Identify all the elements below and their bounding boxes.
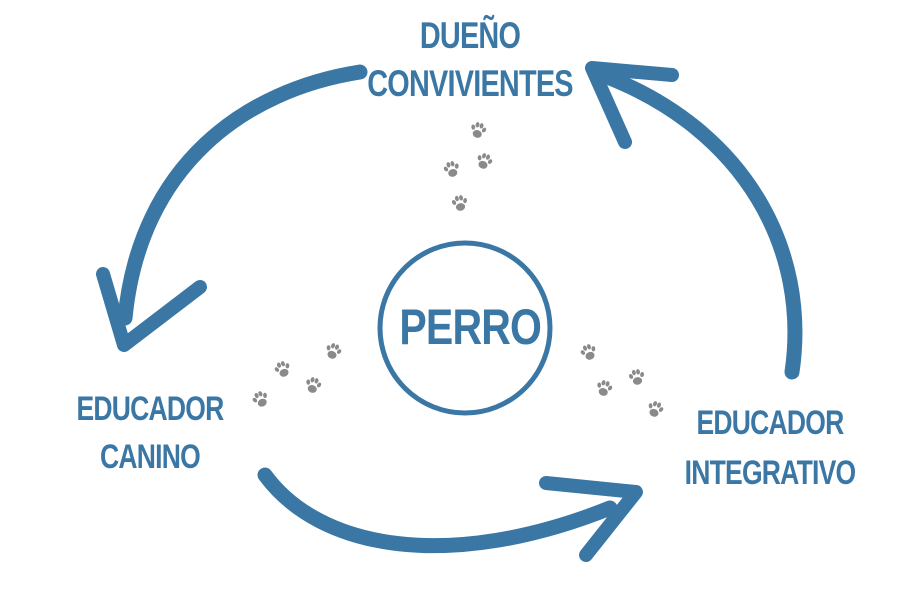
paw-print-icon [468, 120, 489, 140]
paw-print-icon [441, 159, 462, 179]
paw-cluster-top [441, 120, 495, 213]
paw-print-icon [249, 388, 272, 410]
paw-print-icon [303, 375, 324, 395]
paw-print-icon [322, 341, 344, 362]
paw-print-icon [644, 399, 666, 420]
paw-print-icon [272, 359, 294, 380]
paw-cluster-left [249, 341, 344, 410]
node-label-line: CANINO [100, 438, 201, 476]
curved-arrow-icon [585, 61, 803, 380]
curved-arrow-icon [257, 467, 643, 562]
node-educador-integrativo: EDUCADOR INTEGRATIVO [676, 398, 863, 498]
node-dueno-convivientes: DUEÑO CONVIVIENTES [337, 12, 602, 108]
node-label-line: EDUCADOR [696, 404, 844, 442]
paw-print-icon [594, 378, 615, 398]
paw-print-icon [627, 368, 647, 387]
paw-print-icon [450, 194, 470, 213]
center-label: PERRO [399, 299, 542, 355]
node-label-line: INTEGRATIVO [684, 454, 856, 492]
node-educador-canino: EDUCADOR CANINO [64, 385, 236, 481]
paw-print-icon [578, 342, 600, 363]
node-label-line: EDUCADOR [76, 390, 224, 428]
node-label-line: CONVIVIENTES [367, 63, 573, 104]
curved-arrow-icon [96, 64, 368, 352]
node-label-line: DUEÑO [419, 15, 521, 56]
paw-cluster-right [578, 342, 666, 420]
paw-print-icon [473, 151, 495, 172]
center-circle [377, 240, 553, 416]
